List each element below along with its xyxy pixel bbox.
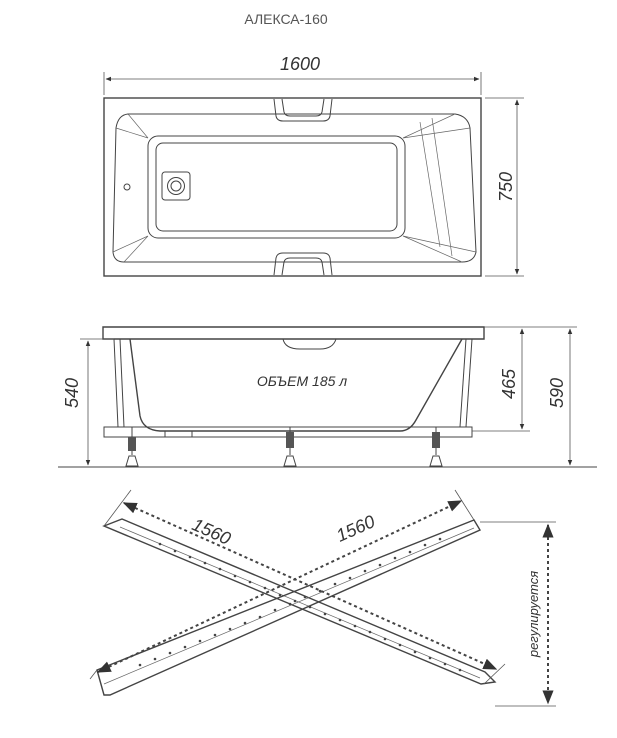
- overflow-icon: [123, 183, 131, 191]
- tub-bottom-inner: [155, 142, 398, 232]
- frame-view: 1560 1560 регулируется: [89, 489, 556, 707]
- tub-outer-rim: [103, 97, 482, 277]
- handle-side-icon: [282, 338, 337, 350]
- diagonal-a-label: 1560: [189, 514, 234, 549]
- frame-rail-b: [96, 519, 482, 696]
- diagonal-b-label: 1560: [333, 511, 378, 546]
- diagonal-a-extension-2: [483, 663, 506, 685]
- foot-right-icon: [429, 427, 443, 467]
- foot-middle-icon: [283, 427, 297, 467]
- depth-label: 750: [496, 172, 516, 202]
- tub-slope-lines: [112, 113, 477, 263]
- adjustable-label: регулируется: [526, 571, 541, 658]
- drain-icon: [161, 171, 191, 201]
- handle-bottom-icon: [273, 252, 333, 276]
- diagonal-b-extension-1: [89, 669, 98, 680]
- model-title: АЛЕКСА-160: [244, 11, 328, 27]
- volume-label: ОБЪЕМ 185 л: [257, 373, 347, 389]
- width-label: 1600: [280, 54, 320, 74]
- support-leg-left: [113, 338, 119, 428]
- foot-left-icon: [125, 427, 139, 467]
- tub-rim-side: [102, 326, 485, 340]
- support-leg-right: [459, 338, 467, 428]
- total-height-label: 590: [547, 378, 567, 408]
- inner-depth-label: 465: [499, 368, 519, 399]
- top-view: 1600 750: [103, 54, 524, 277]
- height-left-label: 540: [62, 378, 82, 408]
- diagonal-b-extension-2: [454, 489, 475, 521]
- tub-body-side: [129, 338, 463, 432]
- drain-side-icon: [164, 431, 193, 438]
- rail-b-holes: [138, 537, 442, 667]
- handle-top-icon: [273, 98, 333, 122]
- side-view: ОБЪЕМ 185 л 540 465 590: [58, 326, 597, 468]
- diagonal-b-dimension: [96, 500, 463, 673]
- tub-bottom-outer: [147, 135, 406, 239]
